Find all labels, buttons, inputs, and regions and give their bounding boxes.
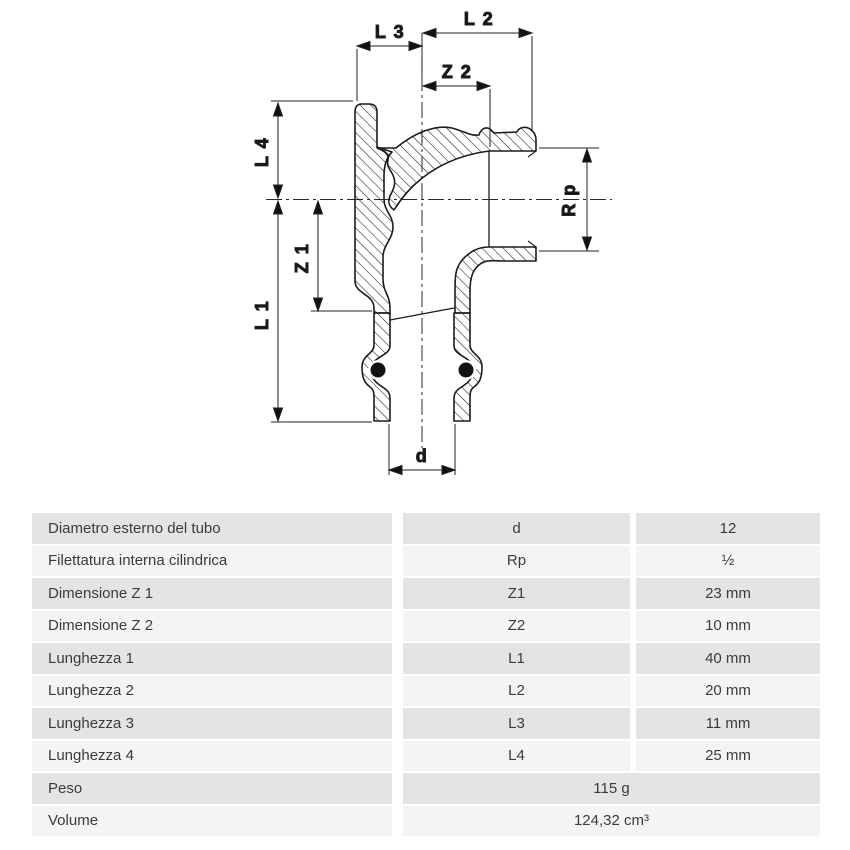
spec-symbol-cell: Z2 bbox=[403, 610, 630, 641]
spec-value-cell: 124,32 cm³ bbox=[403, 805, 820, 836]
spec-symbol-cell: d bbox=[403, 513, 630, 544]
fitting-body bbox=[354, 103, 537, 422]
spec-symbol-cell: Z1 bbox=[403, 578, 630, 609]
dim-label-l4: L 4 bbox=[252, 137, 272, 167]
spec-value-cell: 20 mm bbox=[636, 675, 820, 706]
table-row: Volume 124,32 cm³ bbox=[32, 805, 821, 836]
dimensions: L 2 L 3 Z 2 L 4 L 1 bbox=[252, 9, 599, 476]
spec-value-cell: 23 mm bbox=[636, 578, 820, 609]
spec-label-cell: Lunghezza 2 bbox=[32, 675, 392, 706]
dimension-l3: L 3 bbox=[355, 22, 424, 52]
spec-label-cell: Dimensione Z 1 bbox=[32, 578, 392, 609]
dim-label-d: d bbox=[416, 446, 429, 466]
spec-value-cell: ½ bbox=[636, 545, 820, 576]
lower-body-wall bbox=[454, 246, 537, 314]
table-row: Peso 115 g bbox=[32, 773, 821, 804]
dim-label-l1: L 1 bbox=[252, 300, 272, 330]
spec-value-cell: 40 mm bbox=[636, 643, 820, 674]
dimension-z2: Z 2 bbox=[421, 62, 492, 92]
dim-label-rp: R p bbox=[559, 183, 579, 217]
dimension-z1: Z 1 bbox=[292, 199, 324, 313]
socket-chamfer-top bbox=[527, 150, 537, 158]
spec-symbol-cell: L4 bbox=[403, 740, 630, 771]
spec-label-cell: Dimensione Z 2 bbox=[32, 610, 392, 641]
dim-label-z2: Z 2 bbox=[442, 62, 473, 82]
spec-value-cell: 11 mm bbox=[636, 708, 820, 739]
fitting-technical-drawing: L 2 L 3 Z 2 L 4 L 1 bbox=[252, 9, 612, 476]
dim-label-l2: L 2 bbox=[464, 9, 494, 29]
spec-label-cell: Filettatura interna cilindrica bbox=[32, 545, 392, 576]
dim-label-z1: Z 1 bbox=[292, 243, 312, 274]
spec-symbol-cell: L2 bbox=[403, 675, 630, 706]
o-ring-right bbox=[458, 362, 474, 378]
extension-lines bbox=[271, 33, 599, 475]
spec-symbol-cell: L1 bbox=[403, 643, 630, 674]
dimension-d: d bbox=[387, 446, 457, 476]
socket-chamfer-bottom bbox=[527, 240, 537, 248]
spec-label-cell: Volume bbox=[32, 805, 392, 836]
spec-label-cell: Lunghezza 4 bbox=[32, 740, 392, 771]
spec-label-cell: Peso bbox=[32, 773, 392, 804]
spec-symbol-cell: L3 bbox=[403, 708, 630, 739]
spec-symbol-cell: Rp bbox=[403, 545, 630, 576]
upper-body-wall bbox=[376, 126, 537, 211]
o-ring-left bbox=[370, 362, 386, 378]
tube-stop-edge bbox=[389, 307, 455, 321]
dimension-rp: R p bbox=[559, 147, 593, 252]
dimension-l4: L 4 bbox=[252, 101, 284, 200]
o-rings bbox=[368, 360, 476, 380]
spec-value-cell: 10 mm bbox=[636, 610, 820, 641]
flange-wall bbox=[354, 103, 394, 314]
spec-label-cell: Lunghezza 1 bbox=[32, 643, 392, 674]
spec-label-cell: Lunghezza 3 bbox=[32, 708, 392, 739]
dimension-l1: L 1 bbox=[252, 199, 284, 423]
interior-lines bbox=[389, 150, 537, 321]
dimension-l2: L 2 bbox=[421, 9, 534, 39]
dim-label-l3: L 3 bbox=[375, 22, 405, 42]
spec-value-cell: 25 mm bbox=[636, 740, 820, 771]
spec-value-cell: 12 bbox=[636, 513, 820, 544]
spec-label-cell: Diametro esterno del tubo bbox=[32, 513, 392, 544]
spec-value-cell: 115 g bbox=[403, 773, 820, 804]
